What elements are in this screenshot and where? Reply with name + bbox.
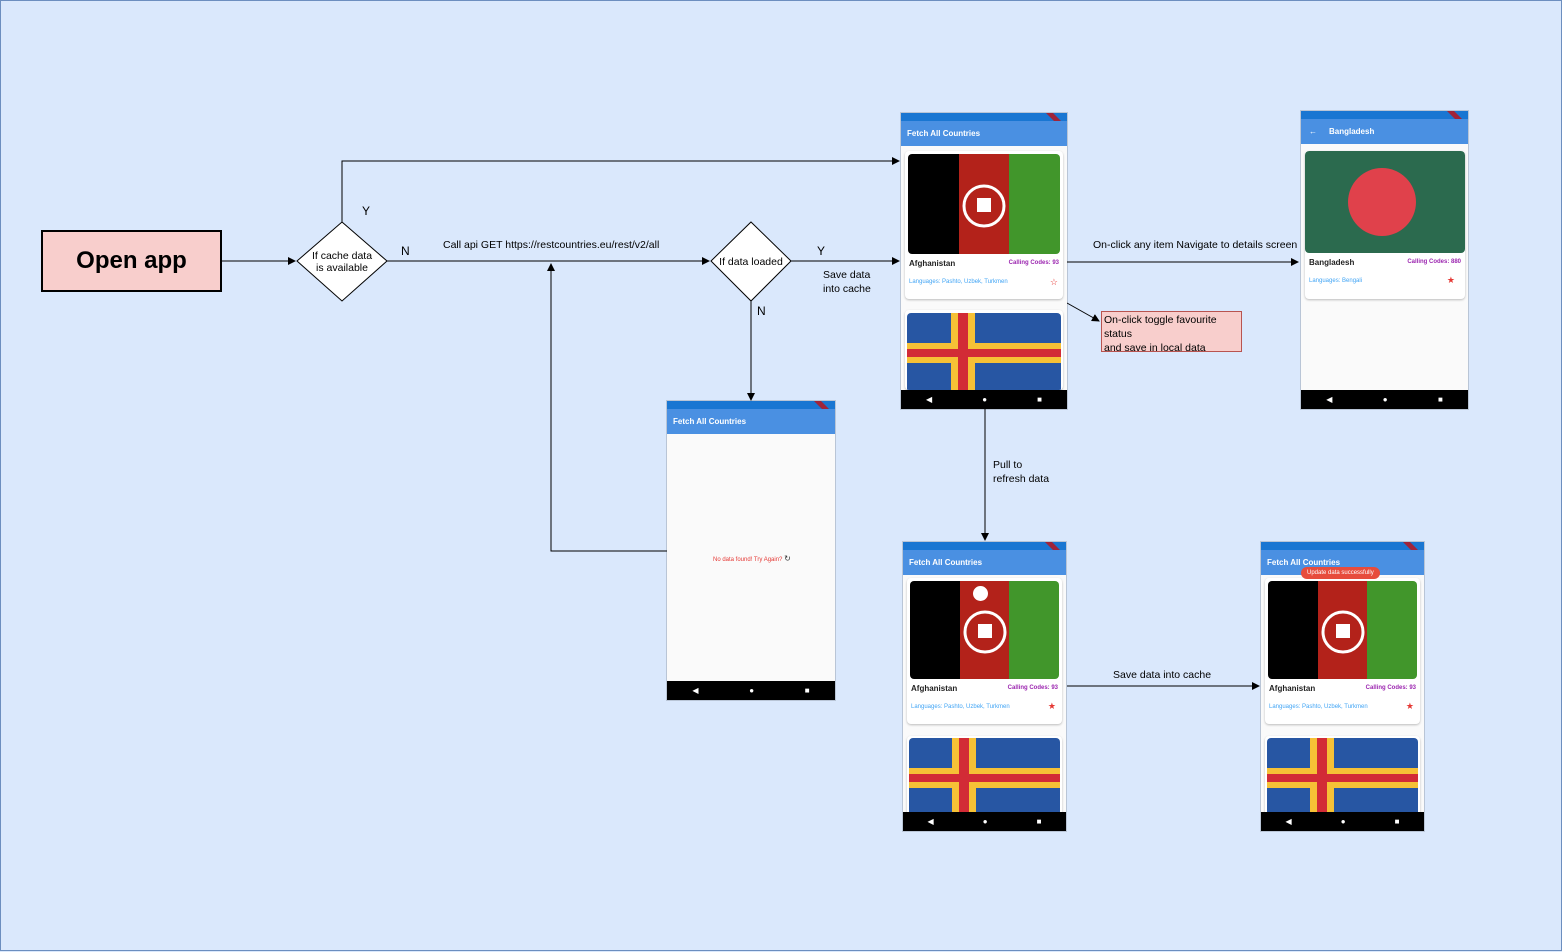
recents-icon[interactable]: ■ [1437,395,1443,404]
start-node: Open app [41,230,222,292]
app-bar-title: Fetch All Countries [901,121,1067,146]
app-bar-title: Fetch All Countries [667,409,835,434]
back-icon[interactable]: ◀ [927,817,934,826]
country-card-bangladesh: Bangladesh Calling Codes: 880 Languages:… [1305,151,1465,299]
country-name: Afghanistan [911,684,958,693]
no-data-text: No data found! Try Again? [713,557,783,563]
edge-retry-loop [547,263,667,552]
favourite-note: On-click toggle favourite status and sav… [1101,311,1242,354]
no-data-message[interactable]: No data found! Try Again? ↻ [713,554,791,563]
phone-refresh-screen: Fetch All Countries Afghanistan Calling … [903,542,1066,831]
status-bar [667,401,835,409]
home-icon[interactable]: ● [749,686,755,695]
label-call-api: Call api GET https://restcountries.eu/re… [443,239,660,251]
star-filled-icon[interactable]: ★ [1405,701,1414,711]
label-pull-refresh: Pull to refresh data [993,459,1050,485]
back-icon[interactable]: ◀ [1285,817,1292,826]
calling-codes: Calling Codes: 93 [1365,685,1416,691]
languages: Languages: Pashto, Uzbek, Turkmen [909,279,1008,285]
recents-icon[interactable]: ■ [1036,817,1042,826]
phone-detail-screen: ← Bangladesh Bangladesh Calling Codes: 8… [1301,111,1468,409]
recents-icon[interactable]: ■ [804,686,810,695]
recents-icon[interactable]: ■ [1037,395,1042,404]
edge-cache-yes [341,157,900,222]
country-card-aland[interactable] [907,736,1062,816]
calling-codes: Calling Codes: 93 [1008,260,1059,266]
country-name: Afghanistan [909,259,956,268]
retry-icon[interactable]: ↻ [784,554,791,563]
label-loaded-yes: Y [817,244,826,258]
bangladesh-flag [1305,151,1465,253]
aland-flag [1267,738,1418,816]
phone-list-screen: Fetch All Countries Afghanistan Calling … [901,113,1067,409]
detail-title: Bangladesh [1329,127,1375,136]
calling-codes: Calling Codes: 93 [1007,685,1058,691]
label-cache-no: N [401,244,410,258]
label-cache-yes: Y [362,204,371,218]
refresh-indicator [973,586,988,601]
edge-favourite [1066,302,1100,322]
home-icon[interactable]: ● [982,395,988,404]
star-filled-icon[interactable]: ★ [1446,275,1455,285]
languages: Languages: Pashto, Uzbek, Turkmen [1269,704,1368,710]
country-card-aland[interactable] [905,310,1063,390]
phone-updated-screen: Fetch All Countries Afghanistan Calling … [1261,542,1424,831]
recents-icon[interactable]: ■ [1394,817,1400,826]
afghanistan-flag [908,154,1060,254]
label-save-cache: Save data into cache [823,269,871,295]
country-card-aland[interactable] [1265,736,1420,816]
aland-flag [907,313,1061,390]
label-loaded-no: N [757,304,766,318]
home-icon[interactable]: ● [1340,817,1346,826]
status-bar [901,113,1067,121]
back-icon[interactable]: ◀ [692,686,699,695]
nav-bar: ◀ ● ■ [903,812,1066,831]
star-filled-icon[interactable]: ★ [1047,701,1056,711]
nav-bar: ◀ ● ■ [1301,390,1468,409]
country-card-afghanistan[interactable]: Afghanistan Calling Codes: 93 Languages:… [905,151,1063,299]
decision-cache-label: If cache data is available [311,250,373,274]
nav-bar: ◀ ● ■ [667,681,835,700]
detail-app-bar: ← Bangladesh [1301,119,1468,144]
decision-loaded-label: If data loaded [719,256,783,268]
star-outline-icon[interactable]: ☆ [1049,277,1058,287]
decision-cache-shape [296,221,388,302]
country-card-afghanistan[interactable]: Afghanistan Calling Codes: 93 Languages:… [907,578,1062,724]
home-icon[interactable]: ● [1382,395,1388,404]
calling-codes: Calling Codes: 880 [1407,259,1461,265]
status-bar [903,542,1066,550]
country-name: Bangladesh [1309,258,1355,267]
home-icon[interactable]: ● [982,817,988,826]
languages: Languages: Pashto, Uzbek, Turkmen [911,704,1010,710]
afghanistan-flag [1268,581,1417,679]
nav-bar: ◀ ● ■ [901,390,1067,409]
back-icon[interactable]: ◀ [926,395,933,404]
phone-empty-screen: Fetch All Countries No data found! Try A… [667,401,835,700]
back-icon[interactable]: ◀ [1326,395,1333,404]
app-bar-title: Fetch All Countries [903,550,1066,575]
nav-bar: ◀ ● ■ [1261,812,1424,831]
country-card-afghanistan[interactable]: Afghanistan Calling Codes: 93 Languages:… [1265,578,1420,724]
languages: Languages: Bengali [1309,278,1363,284]
label-navigate: On-click any item Navigate to details sc… [1093,239,1298,251]
country-name: Afghanistan [1269,684,1316,693]
status-bar [1301,111,1468,119]
back-arrow-icon[interactable]: ← [1309,127,1317,136]
aland-flag [909,738,1060,816]
toast-message: Update data successfully [1301,567,1380,579]
status-bar [1261,542,1424,550]
label-save-cache-2: Save data into cache [1113,669,1212,681]
